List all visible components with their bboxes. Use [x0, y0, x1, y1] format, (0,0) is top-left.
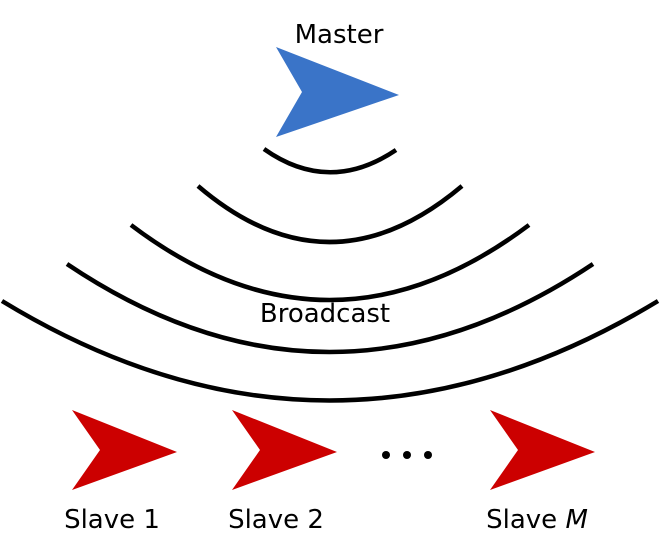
slave-m-label: Slave M [486, 505, 588, 535]
master-arrowhead-icon [276, 47, 399, 137]
broadcast-wave-3 [129, 223, 531, 303]
broadcast-wave-1 [262, 147, 398, 175]
slave-1-arrowhead-icon [72, 410, 177, 490]
broadcast-wave-2 [196, 184, 464, 245]
broadcast-wave-4 [65, 262, 595, 355]
broadcast-waves [0, 147, 660, 403]
slave-2-label: Slave 2 [228, 505, 324, 535]
broadcast-wave-5 [0, 299, 660, 403]
slave-1-label: Slave 1 [64, 505, 160, 535]
slave-m-arrowhead-icon [490, 410, 595, 490]
slave-2-arrowhead-icon [232, 410, 337, 490]
ellipsis-icon [382, 451, 432, 459]
slave-m-label-prefix: Slave [486, 505, 565, 535]
master-label: Master [295, 20, 384, 50]
broadcast-label: Broadcast [260, 299, 390, 329]
slave-m-label-index: M [565, 505, 587, 535]
